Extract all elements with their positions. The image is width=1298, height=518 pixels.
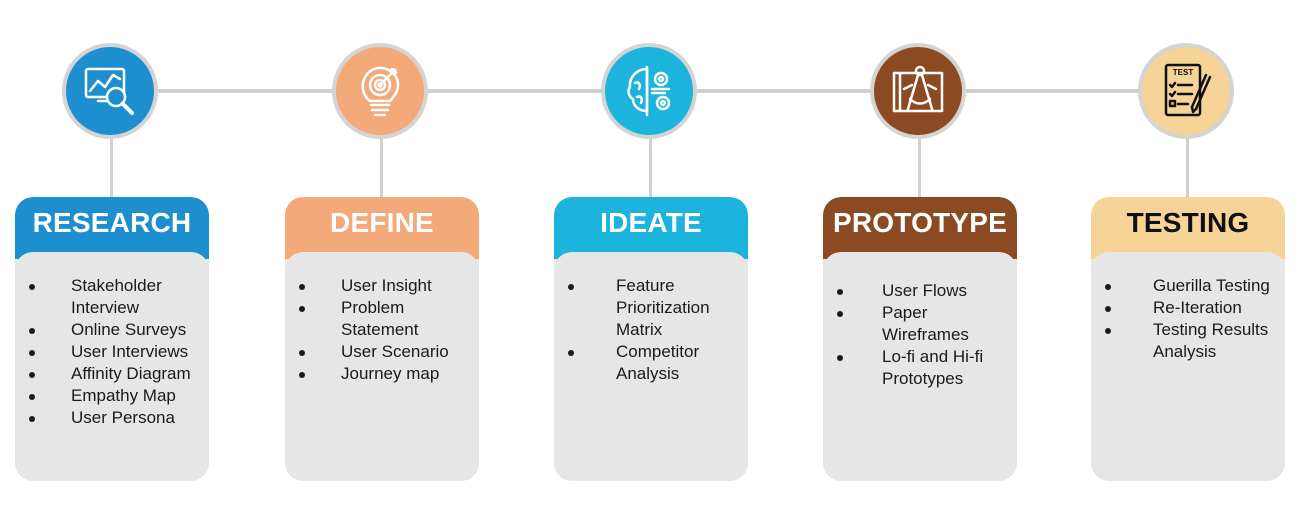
stage-body: Stakeholder Interview Online Surveys Use… bbox=[15, 252, 209, 481]
stem-line bbox=[380, 135, 383, 199]
stage-card: DEFINE User Insight Problem Statement Us… bbox=[285, 197, 479, 481]
list-item: Problem Statement bbox=[285, 297, 479, 341]
list-item: Paper Wireframes bbox=[823, 302, 1017, 346]
stage-card: PROTOTYPE User Flows Paper Wireframes Lo… bbox=[823, 197, 1017, 481]
icon-label: TEST bbox=[1173, 68, 1194, 77]
list-item: Testing Results Analysis bbox=[1091, 319, 1285, 363]
list-item: User Scenario bbox=[285, 341, 479, 363]
stage-card: RESEARCH Stakeholder Interview Online Su… bbox=[15, 197, 209, 481]
lightbulb-target-icon bbox=[361, 66, 400, 117]
item-list: Stakeholder Interview Online Surveys Use… bbox=[15, 275, 209, 429]
stage-research: RESEARCH Stakeholder Interview Online Su… bbox=[15, 0, 209, 518]
stage-define: DEFINE User Insight Problem Statement Us… bbox=[285, 0, 479, 518]
magnifier-chart-icon bbox=[84, 67, 134, 115]
stage-card: TESTING Guerilla Testing Re-Iteration Te… bbox=[1091, 197, 1285, 481]
list-item: Feature Prioritization Matrix bbox=[554, 275, 748, 341]
brain-gears-icon bbox=[627, 65, 671, 117]
stage-body: Feature Prioritization Matrix Competitor… bbox=[554, 252, 748, 481]
item-list: User Insight Problem Statement User Scen… bbox=[285, 275, 479, 385]
stem-line bbox=[649, 135, 652, 199]
list-item: User Flows bbox=[823, 280, 1017, 302]
stage-body: Guerilla Testing Re-Iteration Testing Re… bbox=[1091, 252, 1285, 481]
stage-testing: TEST TESTING Guerilla Testing Re-Iterati… bbox=[1091, 0, 1285, 518]
list-item: Affinity Diagram bbox=[15, 363, 209, 385]
list-item: Online Surveys bbox=[15, 319, 209, 341]
stage-title: DEFINE bbox=[285, 197, 479, 259]
list-item: Empathy Map bbox=[15, 385, 209, 407]
stage-circle bbox=[332, 43, 428, 139]
blueprint-compass-icon bbox=[892, 65, 944, 113]
stage-body: User Flows Paper Wireframes Lo-fi and Hi… bbox=[823, 252, 1017, 481]
stage-prototype: PROTOTYPE User Flows Paper Wireframes Lo… bbox=[823, 0, 1017, 518]
list-item: Journey map bbox=[285, 363, 479, 385]
list-item: Re-Iteration bbox=[1091, 297, 1285, 319]
list-item: Competitor Analysis bbox=[554, 341, 748, 385]
test-checklist-icon: TEST bbox=[1164, 63, 1212, 117]
item-list: Guerilla Testing Re-Iteration Testing Re… bbox=[1091, 275, 1285, 363]
stage-card: IDEATE Feature Prioritization Matrix Com… bbox=[554, 197, 748, 481]
stage-circle bbox=[62, 43, 158, 139]
stem-line bbox=[110, 135, 113, 199]
list-item: Stakeholder Interview bbox=[15, 275, 209, 319]
stage-circle bbox=[601, 43, 697, 139]
stage-circle bbox=[870, 43, 966, 139]
stage-title: PROTOTYPE bbox=[823, 197, 1017, 259]
list-item: Guerilla Testing bbox=[1091, 275, 1285, 297]
list-item: User Persona bbox=[15, 407, 209, 429]
stem-line bbox=[918, 135, 921, 199]
list-item: Lo-fi and Hi-fi Prototypes bbox=[823, 346, 1017, 390]
stage-ideate: IDEATE Feature Prioritization Matrix Com… bbox=[554, 0, 748, 518]
stage-body: User Insight Problem Statement User Scen… bbox=[285, 252, 479, 481]
list-item: User Insight bbox=[285, 275, 479, 297]
stage-circle: TEST bbox=[1138, 43, 1234, 139]
stage-title: TESTING bbox=[1091, 197, 1285, 259]
list-item: User Interviews bbox=[15, 341, 209, 363]
item-list: Feature Prioritization Matrix Competitor… bbox=[554, 275, 748, 385]
stage-title: IDEATE bbox=[554, 197, 748, 259]
stem-line bbox=[1186, 135, 1189, 199]
stage-title: RESEARCH bbox=[15, 197, 209, 259]
item-list: User Flows Paper Wireframes Lo-fi and Hi… bbox=[823, 280, 1017, 390]
